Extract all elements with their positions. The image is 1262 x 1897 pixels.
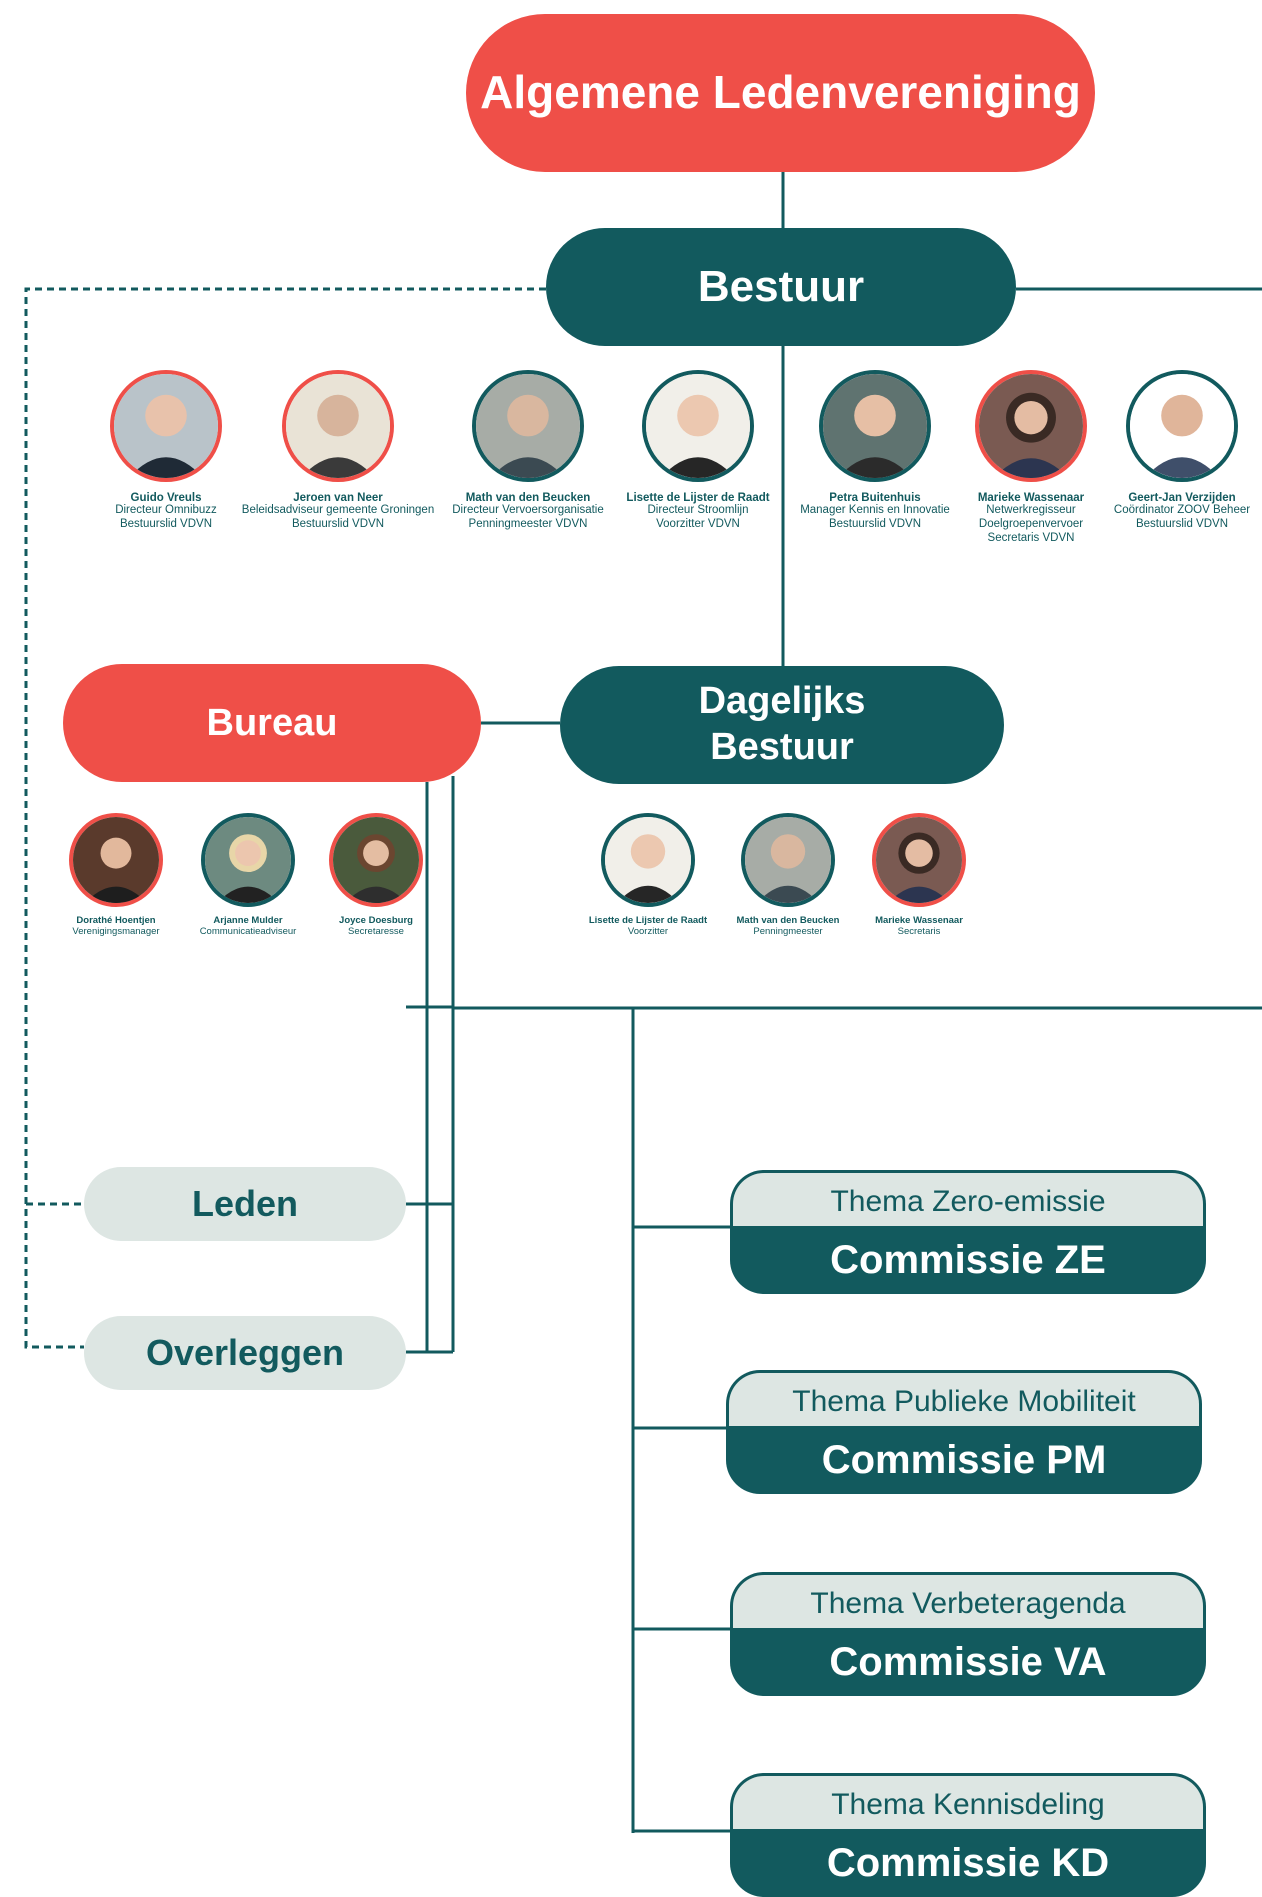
bestuur-member-3: Math van den Beucken Directeur Vervoerso… [448,370,608,532]
bestuur-member-6: Marieke Wassenaar Netwerkregisseur Doelg… [961,370,1101,545]
member-role: Netwerkregisseur [986,504,1076,516]
db-member-1: Lisette de Lijster de Raadt Voorzitter [583,813,713,937]
member-name: Joyce Doesburg [339,915,413,926]
avatar [741,813,835,907]
commissie-name: Commissie KD [730,1829,1206,1897]
leden-node: Leden [84,1167,406,1241]
algemene-ledenvereniging-node: Algemene Ledenvereniging [466,14,1095,172]
db-member-3: Marieke Wassenaar Secretaris [859,813,979,937]
avatar [975,370,1087,482]
member-role: Bestuurslid VDVN [119,517,213,530]
member-role: Manager Kennis en Innovatie [800,504,950,516]
avatar [110,370,222,482]
member-name: Lisette de Lijster de Raadt [588,915,708,926]
avatar [201,813,295,907]
member-name: Arjanne Mulder [213,915,283,926]
overleggen-node: Overleggen [84,1316,406,1390]
bureau-member-1: Dorathé Hoentjen Verenigingsmanager [56,813,176,937]
member-role: Verenigingsmanager [72,926,160,937]
bureau-member-3: Joyce Doesburg Secretaresse [316,813,436,937]
member-role: Directeur Omnibuzz [115,504,217,516]
bureau-member-2: Arjanne Mulder Communicatieadviseur [188,813,308,937]
bestuur-member-2: Jeroen van Neer Beleidsadviseur gemeente… [238,370,438,532]
commissie-kd-node: Thema Kennisdeling Commissie KD [730,1773,1206,1897]
member-name: Marieke Wassenaar [977,492,1085,504]
member-name: Dorathé Hoentjen [76,915,156,926]
avatar [819,370,931,482]
commissie-name: Commissie VA [730,1628,1206,1696]
member-role: Secretaris VDVN [987,531,1075,544]
member-role: Bestuurslid VDVN [828,517,922,530]
bestuur-member-1: Guido Vreuls Directeur Omnibuzz Bestuurs… [96,370,236,532]
member-role: Voorzitter [627,926,669,937]
avatar [872,813,966,907]
member-role: Directeur Stroomlijn [647,504,749,516]
avatar [642,370,754,482]
avatar [601,813,695,907]
commissie-pm-node: Thema Publieke Mobiliteit Commissie PM [726,1370,1202,1494]
commissie-name: Commissie ZE [730,1226,1206,1294]
member-name: Lisette de Lijster de Raadt [626,492,770,504]
member-role: Voorzitter VDVN [656,517,740,530]
bestuur-node: Bestuur [546,228,1016,346]
avatar [1126,370,1238,482]
bestuur-member-5: Petra Buitenhuis Manager Kennis en Innov… [795,370,955,532]
member-name: Marieke Wassenaar [875,915,963,926]
avatar [472,370,584,482]
dagelijks-bestuur-node: Dagelijks Bestuur [560,666,1004,784]
member-name: Geert-Jan Verzijden [1128,492,1236,504]
member-role: Bestuurslid VDVN [1135,517,1229,530]
avatar [329,813,423,907]
member-name: Petra Buitenhuis [829,492,921,504]
member-name: Math van den Beucken [465,492,591,504]
member-role: Penningmeester [753,926,823,937]
member-name: Guido Vreuls [130,492,202,504]
bestuur-member-7: Geert-Jan Verzijden Coördinator ZOOV Beh… [1106,370,1258,532]
member-role: Directeur Vervoersorganisatie [452,504,604,516]
bureau-node: Bureau [63,664,481,782]
member-role: Secretaresse [348,926,404,937]
member-role: Doelgroepenvervoer [978,517,1084,530]
bestuur-member-4: Lisette de Lijster de Raadt Directeur St… [618,370,778,532]
member-role: Beleidsadviseur gemeente Groningen [241,504,435,516]
member-role: Bestuurslid VDVN [291,517,385,530]
member-role: Secretaris [897,926,941,937]
commissie-va-node: Thema Verbeteragenda Commissie VA [730,1572,1206,1696]
commissie-name: Commissie PM [726,1426,1202,1494]
member-role: Communicatieadviseur [199,926,297,937]
dagelijks-bestuur-label: Dagelijks Bestuur [698,680,866,768]
db-member-2: Math van den Beucken Penningmeester [728,813,848,937]
member-role: Penningmeester VDVN [468,517,588,530]
member-name: Math van den Beucken [736,915,840,926]
commissie-ze-node: Thema Zero-emissie Commissie ZE [730,1170,1206,1294]
member-role: Coördinator ZOOV Beheer [1113,504,1251,516]
avatar [69,813,163,907]
member-name: Jeroen van Neer [293,492,383,504]
avatar [282,370,394,482]
